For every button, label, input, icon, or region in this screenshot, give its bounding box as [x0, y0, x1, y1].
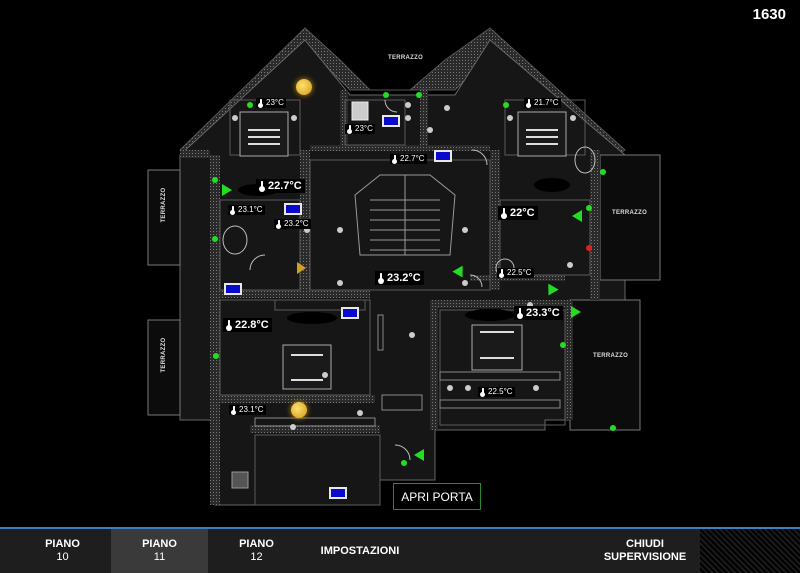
- sensor-dot-icon[interactable]: [600, 169, 606, 175]
- sensor-dot-icon[interactable]: [503, 102, 509, 108]
- sensor-dot-icon[interactable]: [401, 460, 407, 466]
- decorative-panel: [700, 529, 800, 573]
- temperature-readout[interactable]: 22.8°C: [223, 318, 272, 332]
- alarm-sensor-icon[interactable]: [586, 245, 592, 251]
- tv-icon[interactable]: [434, 150, 452, 162]
- thermometer-icon: [499, 268, 504, 278]
- clock: 1630: [752, 6, 786, 23]
- floor-plan: [147, 27, 661, 506]
- temperature-readout[interactable]: 23.1°C: [229, 405, 266, 415]
- thermometer-icon: [378, 272, 384, 284]
- thermometer-icon: [231, 405, 236, 415]
- tv-icon[interactable]: [382, 115, 400, 127]
- sensor-dot-icon[interactable]: [212, 236, 218, 242]
- thermometer-icon: [347, 124, 352, 134]
- thermometer-icon: [480, 387, 485, 397]
- temperature-readout[interactable]: 23.1°C: [228, 205, 265, 215]
- motion-sensor-icon[interactable]: [222, 184, 232, 196]
- room-label-terrazzo-right-top: TERRAZZO: [612, 210, 648, 216]
- room-label-terrazzo-left-bottom: TERRAZZO: [161, 337, 167, 373]
- ceiling-lamp-icon[interactable]: [291, 402, 307, 418]
- tv-icon[interactable]: [341, 307, 359, 319]
- thermometer-icon: [392, 154, 397, 164]
- tab-piano-11[interactable]: PIANO 11: [111, 529, 208, 573]
- temperature-readout[interactable]: 22.5°C: [497, 268, 534, 278]
- lamp-indicator-icon: [297, 262, 306, 274]
- temperature-readout[interactable]: 23°C: [256, 98, 286, 108]
- motion-sensor-icon[interactable]: [571, 306, 581, 318]
- thermometer-icon: [259, 180, 265, 192]
- sensor-dot-icon[interactable]: [247, 102, 253, 108]
- bottom-nav-bar: PIANO 10 PIANO 11 PIANO 12 IMPOSTAZIONI …: [0, 527, 800, 573]
- temperature-readout[interactable]: 22°C: [498, 206, 538, 220]
- sensor-dot-icon[interactable]: [212, 177, 218, 183]
- tab-piano-10[interactable]: PIANO 10: [45, 538, 80, 563]
- thermometer-icon: [230, 205, 235, 215]
- thermometer-icon: [517, 307, 523, 319]
- thermometer-icon: [258, 98, 263, 108]
- tab-impostazioni[interactable]: IMPOSTAZIONI: [320, 544, 400, 557]
- sensor-dot-icon[interactable]: [610, 425, 616, 431]
- temperature-readout[interactable]: 21.7°C: [524, 98, 561, 108]
- sensor-dot-icon[interactable]: [383, 92, 389, 98]
- open-door-button[interactable]: APRI PORTA: [393, 483, 481, 510]
- temperature-readout[interactable]: 22.5°C: [478, 387, 515, 397]
- tv-icon[interactable]: [284, 203, 302, 215]
- room-label-terrazzo-left-top: TERRAZZO: [161, 187, 167, 223]
- sensor-dot-icon[interactable]: [416, 92, 422, 98]
- tv-icon[interactable]: [329, 487, 347, 499]
- temperature-readout[interactable]: 23.2°C: [274, 219, 311, 229]
- temperature-readout[interactable]: 22.7°C: [390, 154, 427, 164]
- temperature-readout[interactable]: 22.7°C: [256, 179, 305, 193]
- tab-piano-12[interactable]: PIANO 12: [239, 538, 274, 563]
- motion-sensor-icon[interactable]: [414, 449, 424, 461]
- tv-icon[interactable]: [224, 283, 242, 295]
- thermometer-icon: [226, 319, 232, 331]
- motion-sensor-icon[interactable]: [572, 210, 582, 222]
- ceiling-lamp-icon[interactable]: [296, 79, 312, 95]
- temperature-readout[interactable]: 23.3°C: [514, 306, 563, 320]
- thermometer-icon: [526, 98, 531, 108]
- thermometer-icon: [501, 207, 507, 219]
- room-label-terrazzo-top: TERRAZZO: [388, 55, 424, 61]
- temperature-readout[interactable]: 23.2°C: [375, 271, 424, 285]
- sensor-dot-icon[interactable]: [560, 342, 566, 348]
- sensor-dot-icon[interactable]: [213, 353, 219, 359]
- thermometer-icon: [276, 219, 281, 229]
- room-label-terrazzo-right-bottom: TERRAZZO: [593, 353, 629, 359]
- temperature-readout[interactable]: 23°C: [345, 124, 375, 134]
- sensor-dot-icon[interactable]: [586, 205, 592, 211]
- close-supervision-button[interactable]: CHIUDI SUPERVISIONE: [603, 538, 687, 563]
